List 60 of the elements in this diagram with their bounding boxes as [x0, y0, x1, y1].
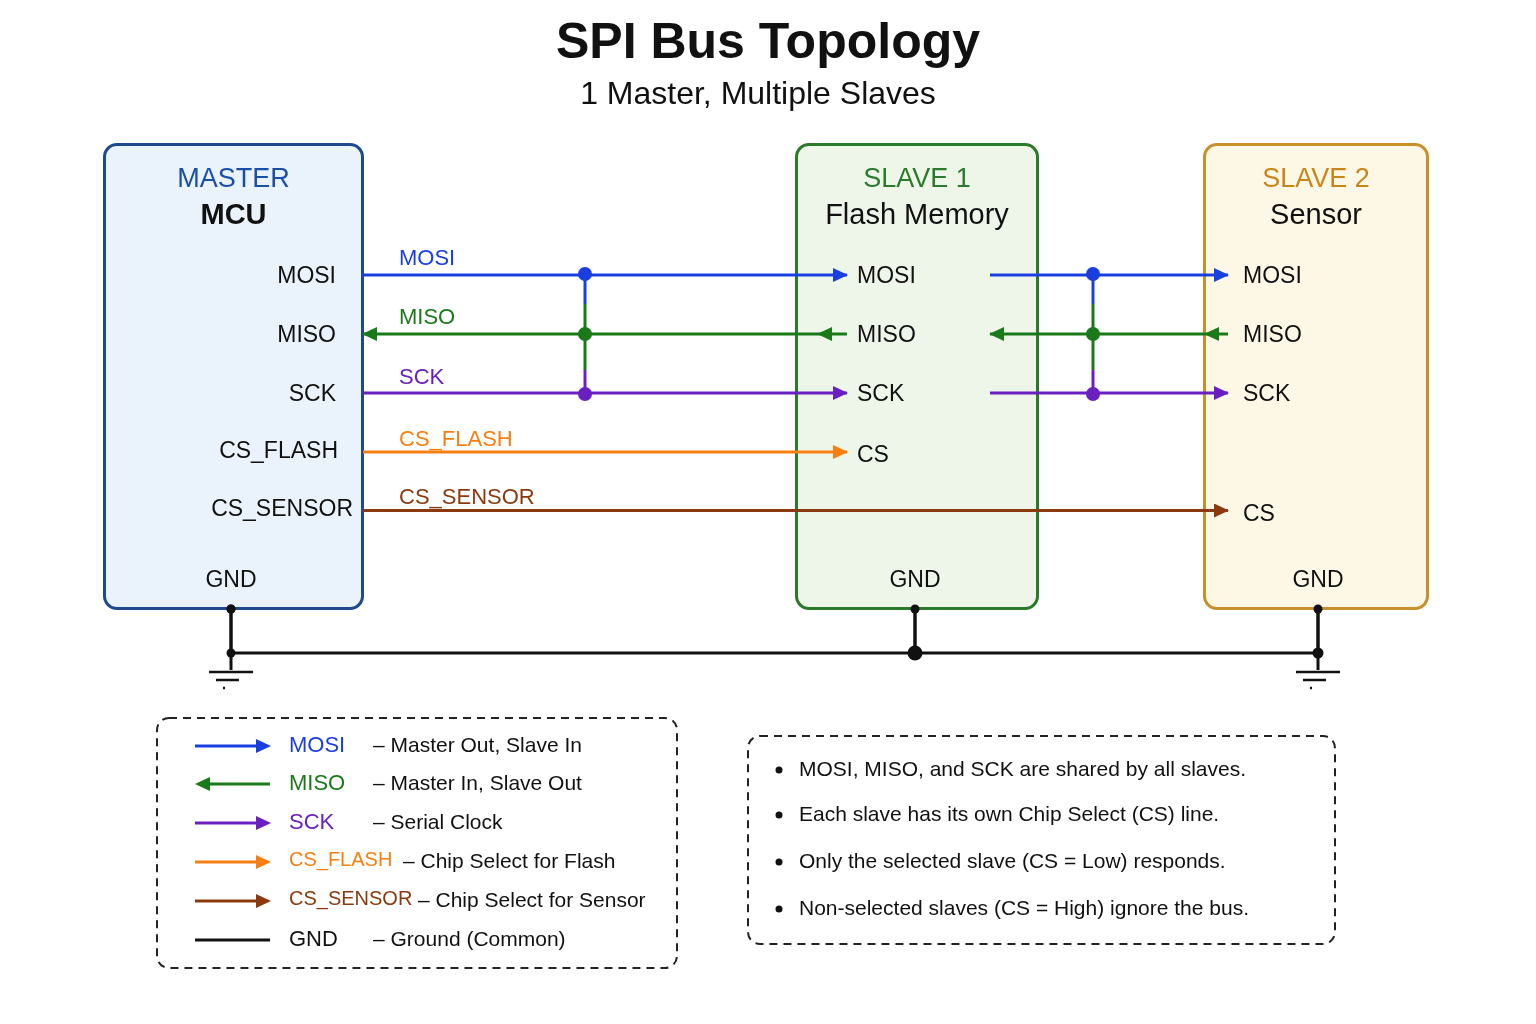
- component-box: [103, 143, 364, 610]
- pin-label: CS: [847, 437, 990, 471]
- component-title: MASTER: [176, 163, 291, 194]
- note-text: Only the selected slave (CS = Low) responds.: [799, 849, 1226, 873]
- pin-label: GND: [191, 562, 271, 609]
- legend-key: MISO: [289, 770, 346, 796]
- legend-description: – Master Out, Slave In: [373, 733, 582, 757]
- component-title: SLAVE 1: [862, 163, 972, 194]
- pin-label: MOSI: [1228, 258, 1368, 292]
- note-text: Each slave has its own Chip Select (CS) line.: [799, 802, 1220, 826]
- pin-label: GND: [1278, 562, 1358, 609]
- legend-description: – Master In, Slave Out: [373, 771, 582, 795]
- subtitle: 1 Master, Multiple Slaves: [579, 75, 937, 112]
- pin-label: GND: [875, 562, 955, 609]
- pin-label: MISO: [200, 317, 363, 351]
- pin-label: MOSI: [847, 258, 990, 292]
- component-name: Flash Memory: [824, 198, 1010, 231]
- edge-label: SCK: [399, 364, 445, 390]
- pin-label: CS_SENSOR: [170, 491, 363, 525]
- legend-description: – Serial Clock: [373, 810, 503, 834]
- pin-label: SCK: [847, 376, 990, 410]
- signal-arrow: [363, 268, 848, 282]
- ground-wire: [1313, 604, 1323, 670]
- legend-description: – Ground (Common): [373, 927, 566, 951]
- signal-arrow: [990, 268, 1229, 282]
- signal-arrow: [362, 327, 847, 341]
- pin-label: CS: [1228, 496, 1368, 530]
- pin-label: SCK: [200, 376, 363, 410]
- note-text: Non-selected slaves (CS = High) ignore the bus.: [799, 896, 1249, 920]
- pin-label: MISO: [847, 317, 990, 351]
- pin-label: CS_FLASH: [180, 433, 363, 467]
- legend-key: CS_FLASH: [289, 848, 393, 871]
- edge-label: MISO: [399, 304, 456, 330]
- edge-label: MOSI: [399, 245, 456, 271]
- component-box: [795, 143, 1039, 610]
- signal-arrow: [363, 445, 848, 459]
- legend-key: MOSI: [289, 732, 346, 758]
- diagram-title: SPI Bus Topology: [554, 12, 982, 70]
- legend-description: – Chip Select for Sensor: [418, 888, 646, 912]
- component-name: Sensor: [1269, 198, 1363, 231]
- ground-symbol: [1296, 670, 1340, 692]
- signal-arrow: [363, 503, 1229, 518]
- pin-label: MISO: [1228, 317, 1368, 351]
- ground-symbol: [209, 670, 253, 692]
- component-name: MCU: [199, 198, 268, 231]
- component-title: SLAVE 2: [1261, 163, 1371, 194]
- note-text: MOSI, MISO, and SCK are shared by all slaves.: [799, 757, 1246, 781]
- legend-key: GND: [289, 926, 338, 952]
- pin-label: MOSI: [200, 258, 363, 292]
- edge-label: CS_SENSOR: [399, 484, 535, 510]
- edge-label: CS_FLASH: [399, 426, 513, 452]
- signal-arrow: [363, 386, 848, 400]
- signal-arrow: [990, 386, 1229, 400]
- legend-description: – Chip Select for Flash: [403, 849, 616, 873]
- signal-arrow: [989, 327, 1228, 341]
- legend-key: CS_SENSOR: [289, 887, 413, 910]
- ground-wire: [226, 604, 236, 670]
- pin-label: SCK: [1228, 376, 1368, 410]
- component-box: [1203, 143, 1429, 610]
- legend-key: SCK: [289, 809, 335, 835]
